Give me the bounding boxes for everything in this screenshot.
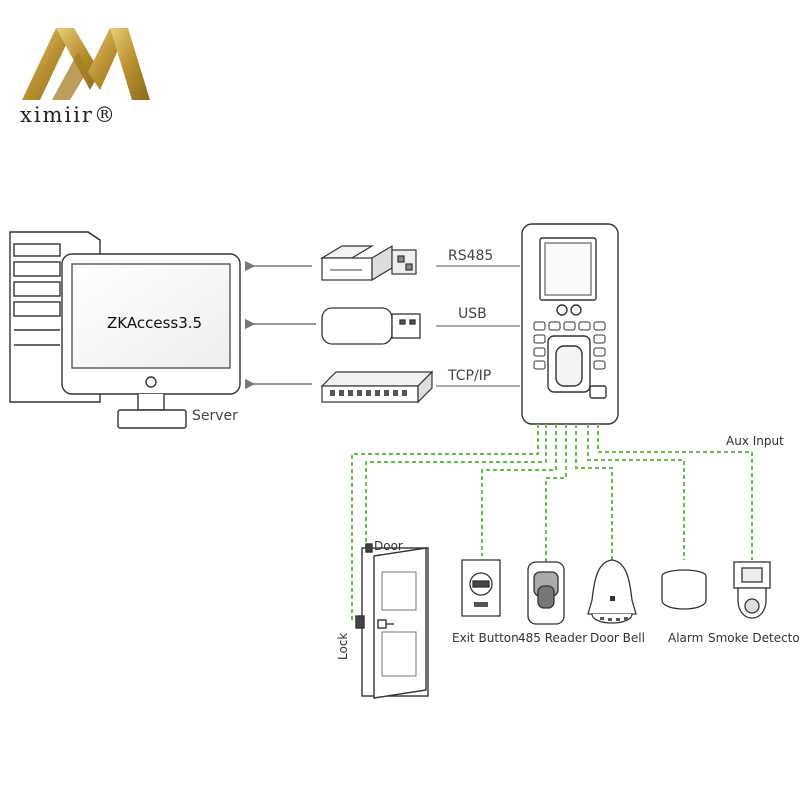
- smoke-detector-icon: [733, 561, 771, 619]
- door-label: Door: [374, 539, 403, 553]
- peripheral-label-485-reader: 485 Reader: [518, 631, 588, 645]
- connection-label-usb: USB: [458, 306, 487, 322]
- door-bell-icon: [587, 559, 637, 624]
- card-reader-icon: [527, 561, 565, 625]
- rs485-converter-icon: [319, 244, 417, 282]
- lock-label: Lock: [336, 632, 350, 660]
- wiring-lines: [351, 424, 753, 620]
- access-terminal: [521, 223, 619, 425]
- connection-label-tcpip: TCP/IP: [448, 368, 492, 384]
- connection-label-rs485: RS485: [448, 248, 494, 264]
- exit-button-icon: [461, 559, 501, 617]
- server-label: Server: [192, 408, 238, 424]
- usb-stick-icon: [321, 307, 421, 345]
- server-monitor: [61, 253, 241, 429]
- peripheral-label-alarm: Alarm: [668, 631, 704, 645]
- aux-input-label: Aux Input: [726, 434, 784, 448]
- brand-logo: [22, 28, 150, 100]
- software-name: ZKAccess3.5: [107, 314, 203, 332]
- peripheral-label-door-bell: Door Bell: [590, 631, 645, 645]
- network-switch-icon: [320, 370, 434, 404]
- peripheral-label-smoke-detector: Smoke Detector: [708, 631, 800, 645]
- brand-name: ximiir®: [20, 103, 117, 127]
- connection-lines: [436, 265, 520, 387]
- peripheral-label-exit-button: Exit Button: [452, 631, 519, 645]
- connection-arrows: [244, 260, 316, 390]
- alarm-icon: [661, 569, 707, 610]
- door-icon: [355, 543, 429, 699]
